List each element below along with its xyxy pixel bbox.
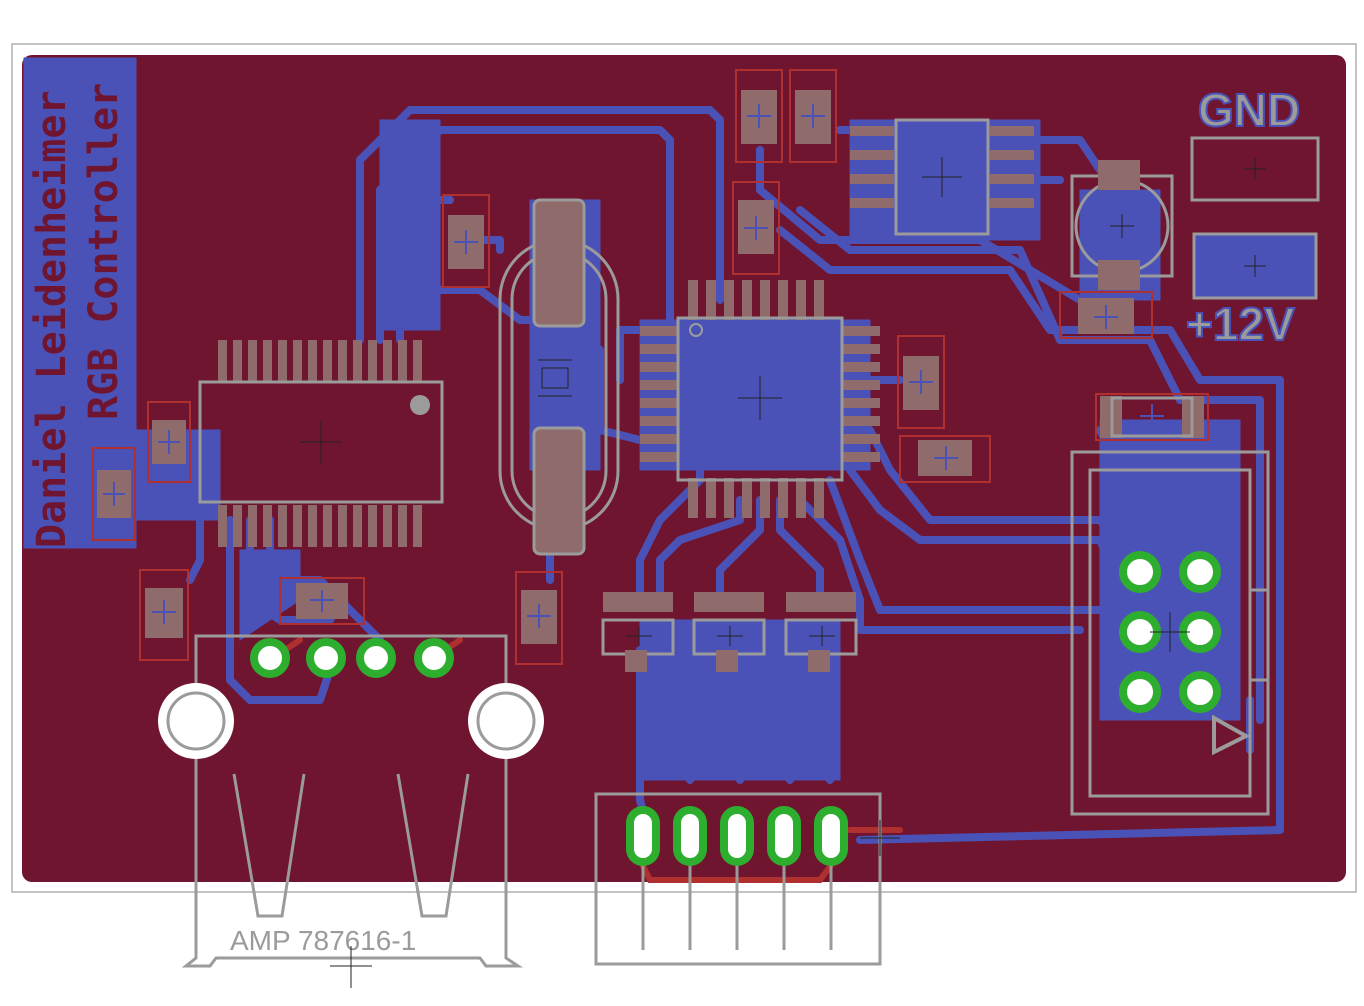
output-header [594, 792, 900, 966]
r-crystal-bottom [515, 571, 563, 665]
crystal-pad-top [532, 198, 586, 328]
r-top-left [442, 194, 490, 288]
usb-part-number: AMP 787616-1 [230, 925, 416, 956]
ic-center-pins-bottom [688, 478, 824, 518]
transistor-3 [784, 592, 858, 672]
ic-soic-left [198, 340, 444, 547]
crystal-symbol [541, 367, 569, 389]
power-terminals: GND +12V [1185, 83, 1320, 351]
ic-center-pins-top [688, 280, 824, 320]
led-round [1070, 160, 1174, 290]
ic-left-body [198, 380, 444, 504]
r-top-3 [732, 181, 780, 275]
r-header-top [1095, 393, 1209, 441]
ic-left-center-cross [300, 420, 342, 464]
board-title-text: RGB Controller [81, 83, 127, 420]
ic-left-pins-top [218, 340, 422, 382]
board-title: RGB Controller [81, 83, 127, 420]
crystal-oscillator [498, 198, 620, 556]
r-power [1059, 291, 1153, 339]
transistors [601, 592, 858, 672]
smd-passives [92, 69, 1209, 665]
ic-center-body [676, 316, 844, 482]
usb-tab-right [396, 773, 470, 918]
ic-center-pins-left [640, 326, 678, 462]
gnd-label: GND [1198, 84, 1300, 136]
transistor-1 [601, 592, 675, 672]
r-left-3 [139, 569, 189, 661]
r-usb [279, 577, 365, 625]
designer-credit: Daniel Leidenheimer [29, 90, 75, 548]
isp-header [1070, 450, 1270, 816]
usb-tab-left [232, 773, 306, 918]
usb-outline [181, 634, 523, 968]
ic-soic8-top [850, 118, 1034, 236]
pin1-arrow [1212, 714, 1251, 756]
ic-center-cross [738, 376, 782, 420]
ic-tqfp-center [640, 280, 880, 518]
r-left-1 [147, 401, 191, 483]
ic-left-pin1-dot [410, 395, 430, 415]
r-top-1 [735, 69, 783, 163]
ic-left-pins-bottom [218, 505, 422, 547]
bottom-fill-ic [639, 319, 871, 471]
r-right-1 [897, 335, 945, 429]
r-right-2 [899, 435, 991, 483]
usb-connector: AMP 787616-1 [158, 634, 544, 988]
v12-label: +12V [1186, 298, 1295, 350]
r-left-2 [92, 447, 136, 541]
crystal-pad-bottom [532, 426, 586, 556]
ic-center-pin1-dot [689, 323, 703, 337]
ic-center-pins-right [842, 326, 880, 462]
transistor-2 [692, 592, 766, 672]
bottom-traces [116, 106, 1284, 844]
author-text: Daniel Leidenheimer [29, 90, 75, 548]
bottom-fill-text-strip [23, 57, 137, 549]
gnd-pad [1190, 136, 1320, 202]
r-top-2 [789, 69, 837, 163]
